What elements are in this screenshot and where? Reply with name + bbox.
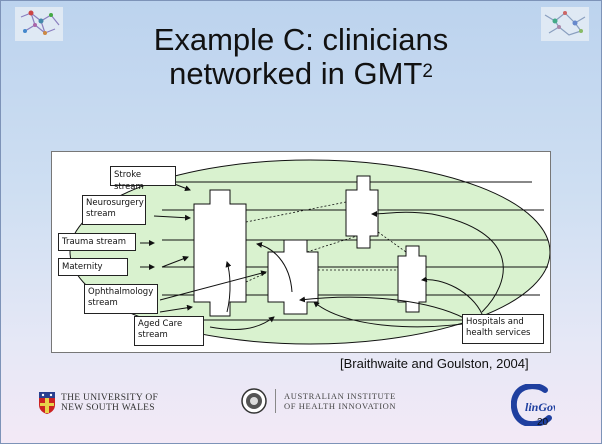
clingov-logo: linGov xyxy=(511,384,555,426)
unsw-crest-icon xyxy=(39,392,55,414)
slide-title-line1: Example C: clinicians xyxy=(153,22,449,57)
label-trauma-stream: Trauma stream xyxy=(58,233,136,251)
label-stroke-stream: Stroke stream xyxy=(110,166,176,192)
unsw-name-line1: THE UNIVERSITY OF xyxy=(61,393,159,403)
hospital-node-3 xyxy=(345,175,379,249)
hospital-node-4 xyxy=(397,245,427,313)
unsw-logo: THE UNIVERSITY OF NEW SOUTH WALES xyxy=(39,392,158,414)
citation: [Braithwaite and Goulston, 2004] xyxy=(340,356,529,371)
aihi-divider xyxy=(275,389,276,413)
slide-title-line2: networked in GMT2 xyxy=(1,57,601,91)
slide-title-text: networked in GMT xyxy=(169,56,423,91)
hospital-node-1 xyxy=(193,189,247,317)
unsw-name: THE UNIVERSITY OF NEW SOUTH WALES xyxy=(61,393,158,413)
network-diagram-drawing xyxy=(69,159,550,345)
label-neurosurgery-stream: Neurosurgery stream xyxy=(82,195,146,225)
network-image-icon xyxy=(541,7,589,41)
unsw-name-line2: NEW SOUTH WALES xyxy=(61,403,155,413)
network-diagram: Stroke stream Neurosurgery stream Trauma… xyxy=(51,151,551,353)
aihi-name: AUSTRALIAN INSTITUTE OF HEALTH INNOVATIO… xyxy=(284,391,396,411)
label-maternity: Maternity xyxy=(58,258,128,276)
aihi-name-line1: AUSTRALIAN INSTITUTE xyxy=(284,391,396,401)
label-ophthalmology-stream: Ophthalmology stream xyxy=(84,284,158,314)
page-number: 20 xyxy=(537,417,549,428)
label-aged-care-stream: Aged Care stream xyxy=(134,316,204,346)
network-image-icon xyxy=(15,7,63,41)
slide-title-superscript: 2 xyxy=(422,61,433,82)
aihi-seal-icon xyxy=(241,388,267,414)
aihi-name-line2: OF HEALTH INNOVATION xyxy=(284,401,397,411)
clingov-text: linGov xyxy=(525,400,555,414)
aihi-logo: AUSTRALIAN INSTITUTE OF HEALTH INNOVATIO… xyxy=(241,388,396,414)
label-hospitals-health-services: Hospitals and health services xyxy=(462,314,544,344)
